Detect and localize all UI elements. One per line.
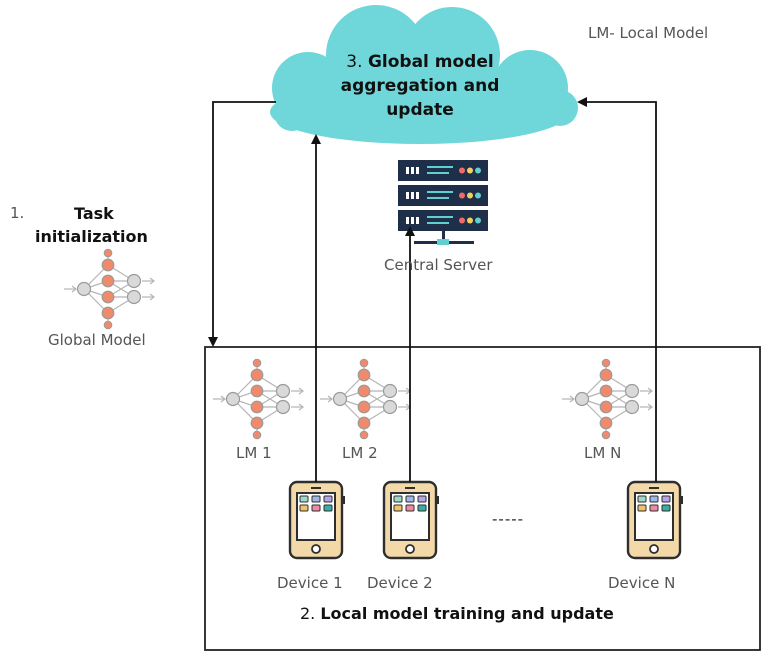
cloud-step-number: 3. [346,52,363,72]
training-step-number: 2. [300,604,316,623]
cloud-title-line3: update [386,100,454,120]
global-model-network-icon [63,248,155,330]
task-title-line1: Task [74,204,114,223]
global-model-label: Global Model [48,331,146,349]
local-model-1-network-icon [212,358,304,440]
device-ellipsis: ----- [492,510,525,528]
server-label: Central Server [384,256,493,274]
distribute-model-arrow [208,101,276,347]
local-model-1-label: LM 1 [236,444,272,462]
training-label: Local model training and update [320,604,614,623]
local-model-n-label: LM N [584,444,622,462]
server-icon [398,160,488,245]
training-title: 2. Local model training and update [300,604,614,623]
task-title-line2: initialization [35,227,148,246]
local-training-box [204,346,761,651]
device-1-label: Device 1 [277,574,343,592]
task-step-number: 1. [10,204,25,222]
legend-text: LM- Local Model [588,24,709,42]
device-1-phone-icon [288,480,347,560]
cloud-title-line1: Global model [367,52,494,72]
device-2-phone-icon [382,480,441,560]
device-n-upload-arrow [577,97,657,482]
device-n-label: Device N [608,574,676,592]
local-model-2-network-icon [319,358,411,440]
cloud-title-line2: aggregation and [340,76,500,96]
cloud-shape [270,5,578,144]
local-model-n-network-icon [561,358,653,440]
device-n-phone-icon [626,480,685,560]
device-2-label: Device 2 [367,574,433,592]
cloud-title: 3. Global model aggregation and update [300,50,540,122]
local-model-2-label: LM 2 [342,444,378,462]
